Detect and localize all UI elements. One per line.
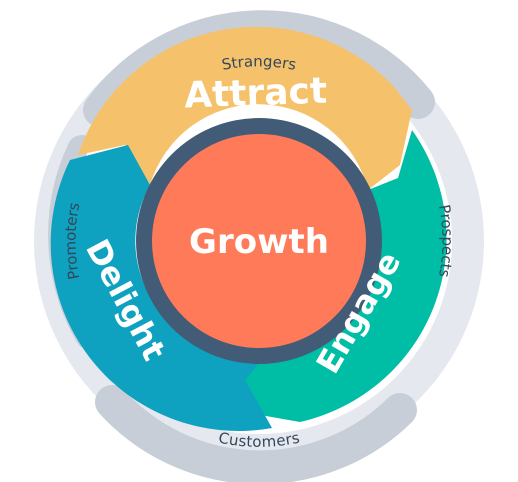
label-prospects: Prospects bbox=[435, 203, 456, 279]
outer-ring-segment-bottom bbox=[95, 385, 417, 482]
stage-wedge-attract bbox=[78, 26, 412, 191]
stage-label-attract: Attract bbox=[183, 71, 327, 117]
label-strangers: Strangers bbox=[220, 52, 298, 74]
stage-wedge-delight bbox=[50, 145, 273, 431]
hub-label: Growth bbox=[189, 222, 329, 262]
hub-disc bbox=[152, 134, 366, 348]
stage-wedge-engage bbox=[232, 130, 447, 422]
svg-text:Prospects: Prospects bbox=[435, 203, 456, 279]
svg-text:Strangers: Strangers bbox=[220, 52, 298, 74]
label-promoters: Promoters bbox=[61, 201, 83, 281]
svg-text:Promoters: Promoters bbox=[61, 201, 83, 281]
